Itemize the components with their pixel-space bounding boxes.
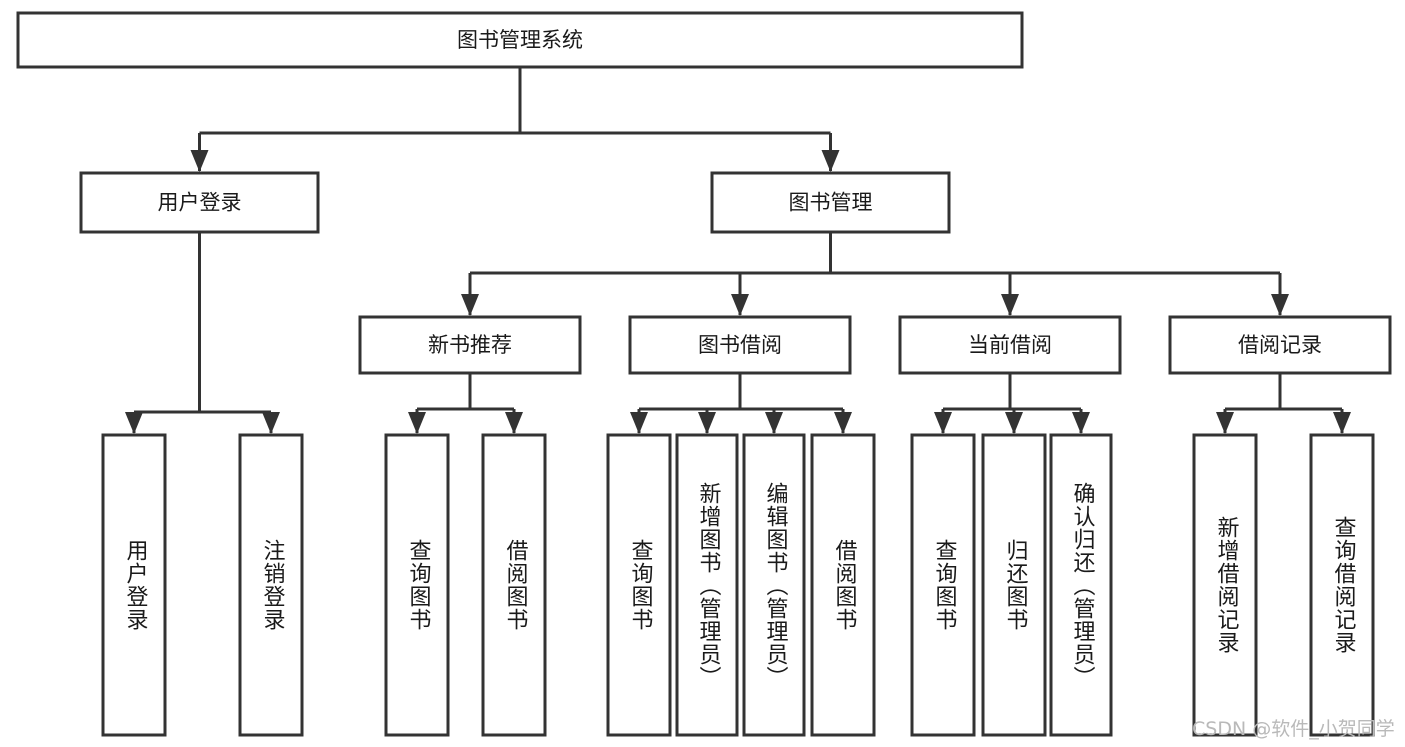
node-label-编辑图书管理员: 编辑图书（管理员） — [762, 481, 788, 689]
arrow-head-icon-图书借阅-to-编辑图书管理员2 — [765, 412, 783, 434]
arrow-head-icon-用户登录-to-用户登录0 — [125, 412, 143, 434]
node-box-用户登录-l1-0[interactable] — [79, 171, 320, 234]
arrow-head-icon-bookmgmt-to-借阅记录 — [1271, 294, 1289, 316]
node-box-当前借阅-l2-2[interactable] — [898, 315, 1122, 375]
node-label-归还图书: 归还图书 — [1002, 539, 1028, 631]
node-label-查询图书: 查询图书 — [405, 539, 431, 631]
node-box-查询图书-leaf-4[interactable] — [606, 433, 672, 737]
node-label-新增借阅记录: 新增借阅记录 — [1213, 516, 1239, 654]
connectors-layer — [125, 67, 1351, 434]
node-box-借阅记录-l2-3[interactable] — [1168, 315, 1392, 375]
node-box-编辑图书管理员-leaf-6[interactable] — [742, 433, 806, 737]
node-label-用户登录: 用户登录 — [158, 191, 242, 215]
node-box-查询图书-leaf-8[interactable] — [910, 433, 976, 737]
csdn-watermark: CSDN @软件_小贺同学 — [1192, 718, 1395, 740]
node-label-注销登录: 注销登录 — [259, 539, 285, 631]
node-label-借阅图书: 借阅图书 — [502, 539, 528, 631]
arrow-head-icon-借阅记录-to-新增借阅记录0 — [1216, 412, 1234, 434]
node-box-新增图书管理员-leaf-5[interactable] — [675, 433, 739, 737]
node-label-查询图书: 查询图书 — [627, 539, 653, 631]
node-box-归还图书-leaf-9[interactable] — [981, 433, 1047, 737]
node-box-图书管理-l1-1[interactable] — [710, 171, 951, 234]
arrow-head-icon-图书借阅-to-新增图书管理员1 — [698, 412, 716, 434]
node-box-图书借阅-l2-1[interactable] — [628, 315, 852, 375]
node-label-新增图书管理员: 新增图书（管理员） — [695, 481, 721, 689]
node-box-用户登录-leaf-0[interactable] — [101, 433, 167, 737]
node-boxes-layer — [16, 11, 1392, 737]
arrow-head-icon-图书借阅-to-查询图书0 — [630, 412, 648, 434]
node-label-借阅记录: 借阅记录 — [1238, 333, 1322, 357]
node-label-确认归还管理员: 确认归还（管理员） — [1069, 481, 1095, 689]
node-label-新书推荐: 新书推荐 — [428, 333, 512, 357]
arrow-head-icon-bookmgmt-to-当前借阅 — [1001, 294, 1019, 316]
node-box-查询借阅记录-leaf-12[interactable] — [1309, 433, 1375, 737]
node-label-查询借阅记录: 查询借阅记录 — [1330, 516, 1356, 654]
node-label-借阅图书: 借阅图书 — [831, 539, 857, 631]
arrow-head-icon-当前借阅-to-查询图书0 — [934, 412, 952, 434]
arrow-head-icon-借阅记录-to-查询借阅记录1 — [1333, 412, 1351, 434]
arrow-head-icon-bookmgmt-to-新书推荐 — [461, 294, 479, 316]
node-box-借阅图书-leaf-3[interactable] — [481, 433, 547, 737]
arrow-head-icon-bookmgmt-to-图书借阅 — [731, 294, 749, 316]
arrow-head-icon-当前借阅-to-确认归还管理员2 — [1072, 412, 1090, 434]
arrow-head-icon-当前借阅-to-归还图书1 — [1005, 412, 1023, 434]
arrow-head-icon-图书借阅-to-借阅图书3 — [834, 412, 852, 434]
arrow-head-icon-新书推荐-to-查询图书0 — [408, 412, 426, 434]
arrow-head-icon-root-to-图书管理 — [821, 150, 840, 172]
arrow-head-icon-新书推荐-to-借阅图书1 — [505, 412, 523, 434]
node-box-新书推荐-l2-0[interactable] — [358, 315, 582, 375]
node-box-新增借阅记录-leaf-11[interactable] — [1192, 433, 1258, 737]
node-label-图书管理: 图书管理 — [789, 191, 873, 215]
node-box-图书管理系统-root0[interactable] — [16, 11, 1024, 69]
arrow-head-icon-root-to-用户登录 — [190, 150, 209, 172]
node-box-查询图书-leaf-2[interactable] — [384, 433, 450, 737]
node-box-确认归还管理员-leaf-10[interactable] — [1049, 433, 1113, 737]
node-label-查询图书: 查询图书 — [931, 539, 957, 631]
node-label-当前借阅: 当前借阅 — [968, 333, 1052, 357]
node-label-用户登录: 用户登录 — [122, 539, 148, 631]
node-box-借阅图书-leaf-7[interactable] — [810, 433, 876, 737]
node-label-图书借阅: 图书借阅 — [698, 333, 782, 357]
node-box-注销登录-leaf-1[interactable] — [238, 433, 304, 737]
node-label-图书管理系统: 图书管理系统 — [457, 28, 583, 52]
arrow-head-icon-用户登录-to-注销登录1 — [262, 412, 280, 434]
